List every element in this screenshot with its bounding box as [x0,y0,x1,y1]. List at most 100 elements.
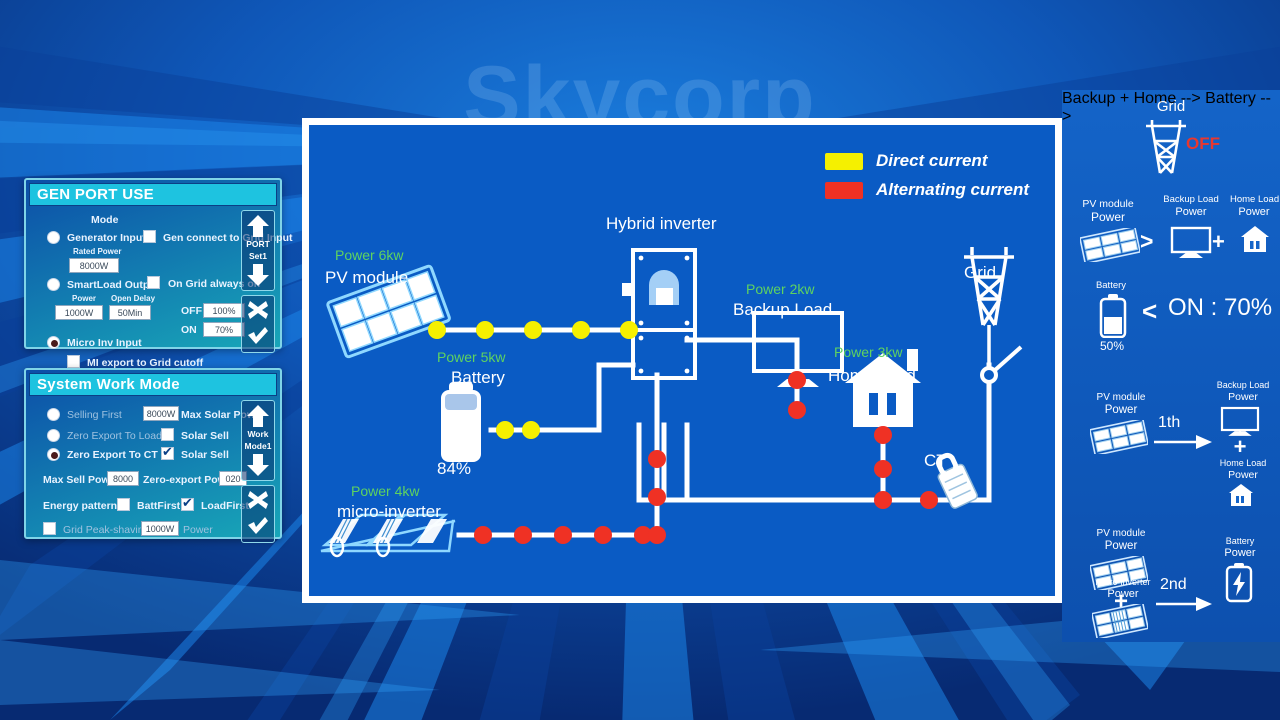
home-load-power: Power 3kw [834,344,903,360]
rule3-monitor-icon [1220,406,1260,436]
work-mode-confirm-button[interactable] [244,514,272,538]
power-flow-diagram: Direct current Alternating current Hybri… [302,118,1062,603]
backup-load-label: Backup Load [733,300,833,319]
rule1-plus: + [1212,229,1225,254]
checkbox-mi-export-grid-cutoff[interactable] [67,355,80,368]
rule1-pv-line1: PV module [1082,198,1134,210]
label-grid-peak-unit: Power [183,524,213,536]
checkbox-grid-peak-shaving[interactable] [43,522,56,535]
rule3-home-line2: Power [1228,469,1258,481]
sidebar-grid-status: OFF [1186,134,1220,153]
field-zero-export-power[interactable]: 020 [219,471,247,486]
gen-port-use-panel[interactable]: GEN PORT USE Mode Generator Input Gen co… [24,178,293,369]
field-power[interactable]: 1000W [55,305,103,320]
gen-port-down-button[interactable] [244,262,272,288]
label-open-delay: Open Delay [111,294,156,303]
rule3-backup-line2: Power [1228,391,1258,403]
rule4-pv-line1: PV module [1096,528,1146,539]
radio-zero-export-to-ct[interactable] [47,448,60,461]
work-mode-cancel-button[interactable] [244,488,272,512]
rule4-arrow-icon [1156,597,1212,611]
label-smartload-output: SmartLoad Output [67,279,160,291]
rule1-home-line2: Power [1238,206,1270,218]
rule1-pv-line2: Power [1090,210,1125,224]
rule3-home-line1: Home Load [1219,458,1267,468]
rule3-backup-line1: Backup Load [1216,380,1270,390]
gen-port-use-body: Mode Generator Input Gen connect to Grid… [29,206,293,369]
work-mode-down-button[interactable] [244,452,272,478]
rule2-operator: < [1142,296,1158,326]
label-generator-input: Generator Input [67,232,146,244]
rule3-house-icon [1229,484,1253,506]
label-load-first: LoadFirst [201,500,249,512]
rule2-threshold: ON : 70% [1168,294,1273,321]
field-grid-peak-power[interactable]: 1000W [141,521,179,536]
work-mode-up-button[interactable] [244,403,272,429]
legend-item-dc: Direct current [825,151,1029,171]
battery-icon [441,382,481,462]
gen-port-confirm-button[interactable] [244,324,272,348]
label-max-sell-power: Max Sell Power [43,474,120,486]
checkbox-load-first[interactable] [181,496,194,511]
radio-smartload-output[interactable] [47,278,60,291]
rule1-pv-module-icon [1080,228,1140,262]
rule3-arrow-icon [1154,435,1212,449]
rule4-micro-label2: Power [1107,588,1139,600]
field-open-delay[interactable]: 50Min [109,305,151,320]
home-load-house-icon [845,349,921,427]
rule4-battery-line2: Power [1224,547,1256,559]
pv-module-icon [326,264,451,359]
gen-port-set-label-2: Set1 [249,250,267,261]
label-on: ON [181,324,197,336]
gen-port-up-button[interactable] [244,213,272,239]
radio-micro-inv-input[interactable] [47,336,60,349]
home-load-label: Home Load [828,366,916,385]
work-mode-nav-group: Work Mode1 [241,400,275,481]
checkbox-on-grid-always-on[interactable] [147,276,160,289]
label-mi-export-grid-cutoff: MI export to Grid cutoff [87,357,204,369]
field-on-percent[interactable]: 70% [203,322,245,337]
gen-port-cancel-button[interactable] [244,298,272,322]
hybrid-inverter-icon [622,248,697,380]
dc-flow-dots [428,321,638,439]
field-rated-power[interactable]: 8000W [69,258,119,273]
checkbox-solar-sell-2[interactable] [161,445,174,460]
checkbox-batt-first[interactable] [117,498,130,511]
ct-label: CT [924,451,947,470]
rule1-backup-line1: Backup Load [1163,194,1219,205]
label-micro-inv-input: Micro Inv Input [67,337,142,349]
micro-inverter-label: micro-inverter [337,502,441,521]
micro-inverter-icon [320,513,456,558]
rule4-pv-line2: Power [1104,540,1138,552]
label-solar-sell-2: Solar Sell [181,449,229,461]
label-solar-sell-1: Solar Sell [181,430,229,442]
rule3-pv-module-icon [1090,420,1148,454]
legend-swatch-ac [825,181,863,199]
system-work-mode-panel[interactable]: System Work Mode Selling First 8000W Max… [24,368,282,543]
checkbox-gen-connect-grid-input[interactable] [143,230,156,243]
field-max-solar-power[interactable]: 8000W [143,406,179,421]
priority-rules-sidebar: Grid OFF PV module Power > Backup Load P… [1062,90,1280,642]
rule1-house-icon [1241,226,1269,252]
work-mode-action-group [241,485,275,543]
radio-generator-input[interactable] [47,231,60,244]
checkbox-solar-sell-1[interactable] [161,428,174,441]
label-power: Power [72,294,97,303]
rule4-battery-line1: Battery [1225,536,1255,546]
pv-module-label: PV module [325,268,409,287]
rule4-battery-icon [1225,563,1253,603]
field-off-percent[interactable]: 100% [203,303,245,318]
label-zero-export-power: Zero-export Power [143,474,236,486]
battery-power: Power 5kw [437,349,506,365]
label-selling-first: Selling First [67,409,122,421]
legend-item-ac: Alternating current [825,180,1029,200]
diagram-wiring [320,247,1023,558]
radio-zero-export-to-load[interactable] [47,429,60,442]
rule1-backup-line2: Power [1175,206,1207,218]
rule4-micro-label1: micro-inverter [1095,577,1151,587]
radio-selling-first[interactable] [47,408,60,421]
field-max-sell-power[interactable]: 8000 [107,471,139,486]
label-rated-power: Rated Power [73,247,122,256]
gen-port-side-buttons: PORT Set1 [241,210,275,357]
ct-clamp-icon [935,452,978,509]
